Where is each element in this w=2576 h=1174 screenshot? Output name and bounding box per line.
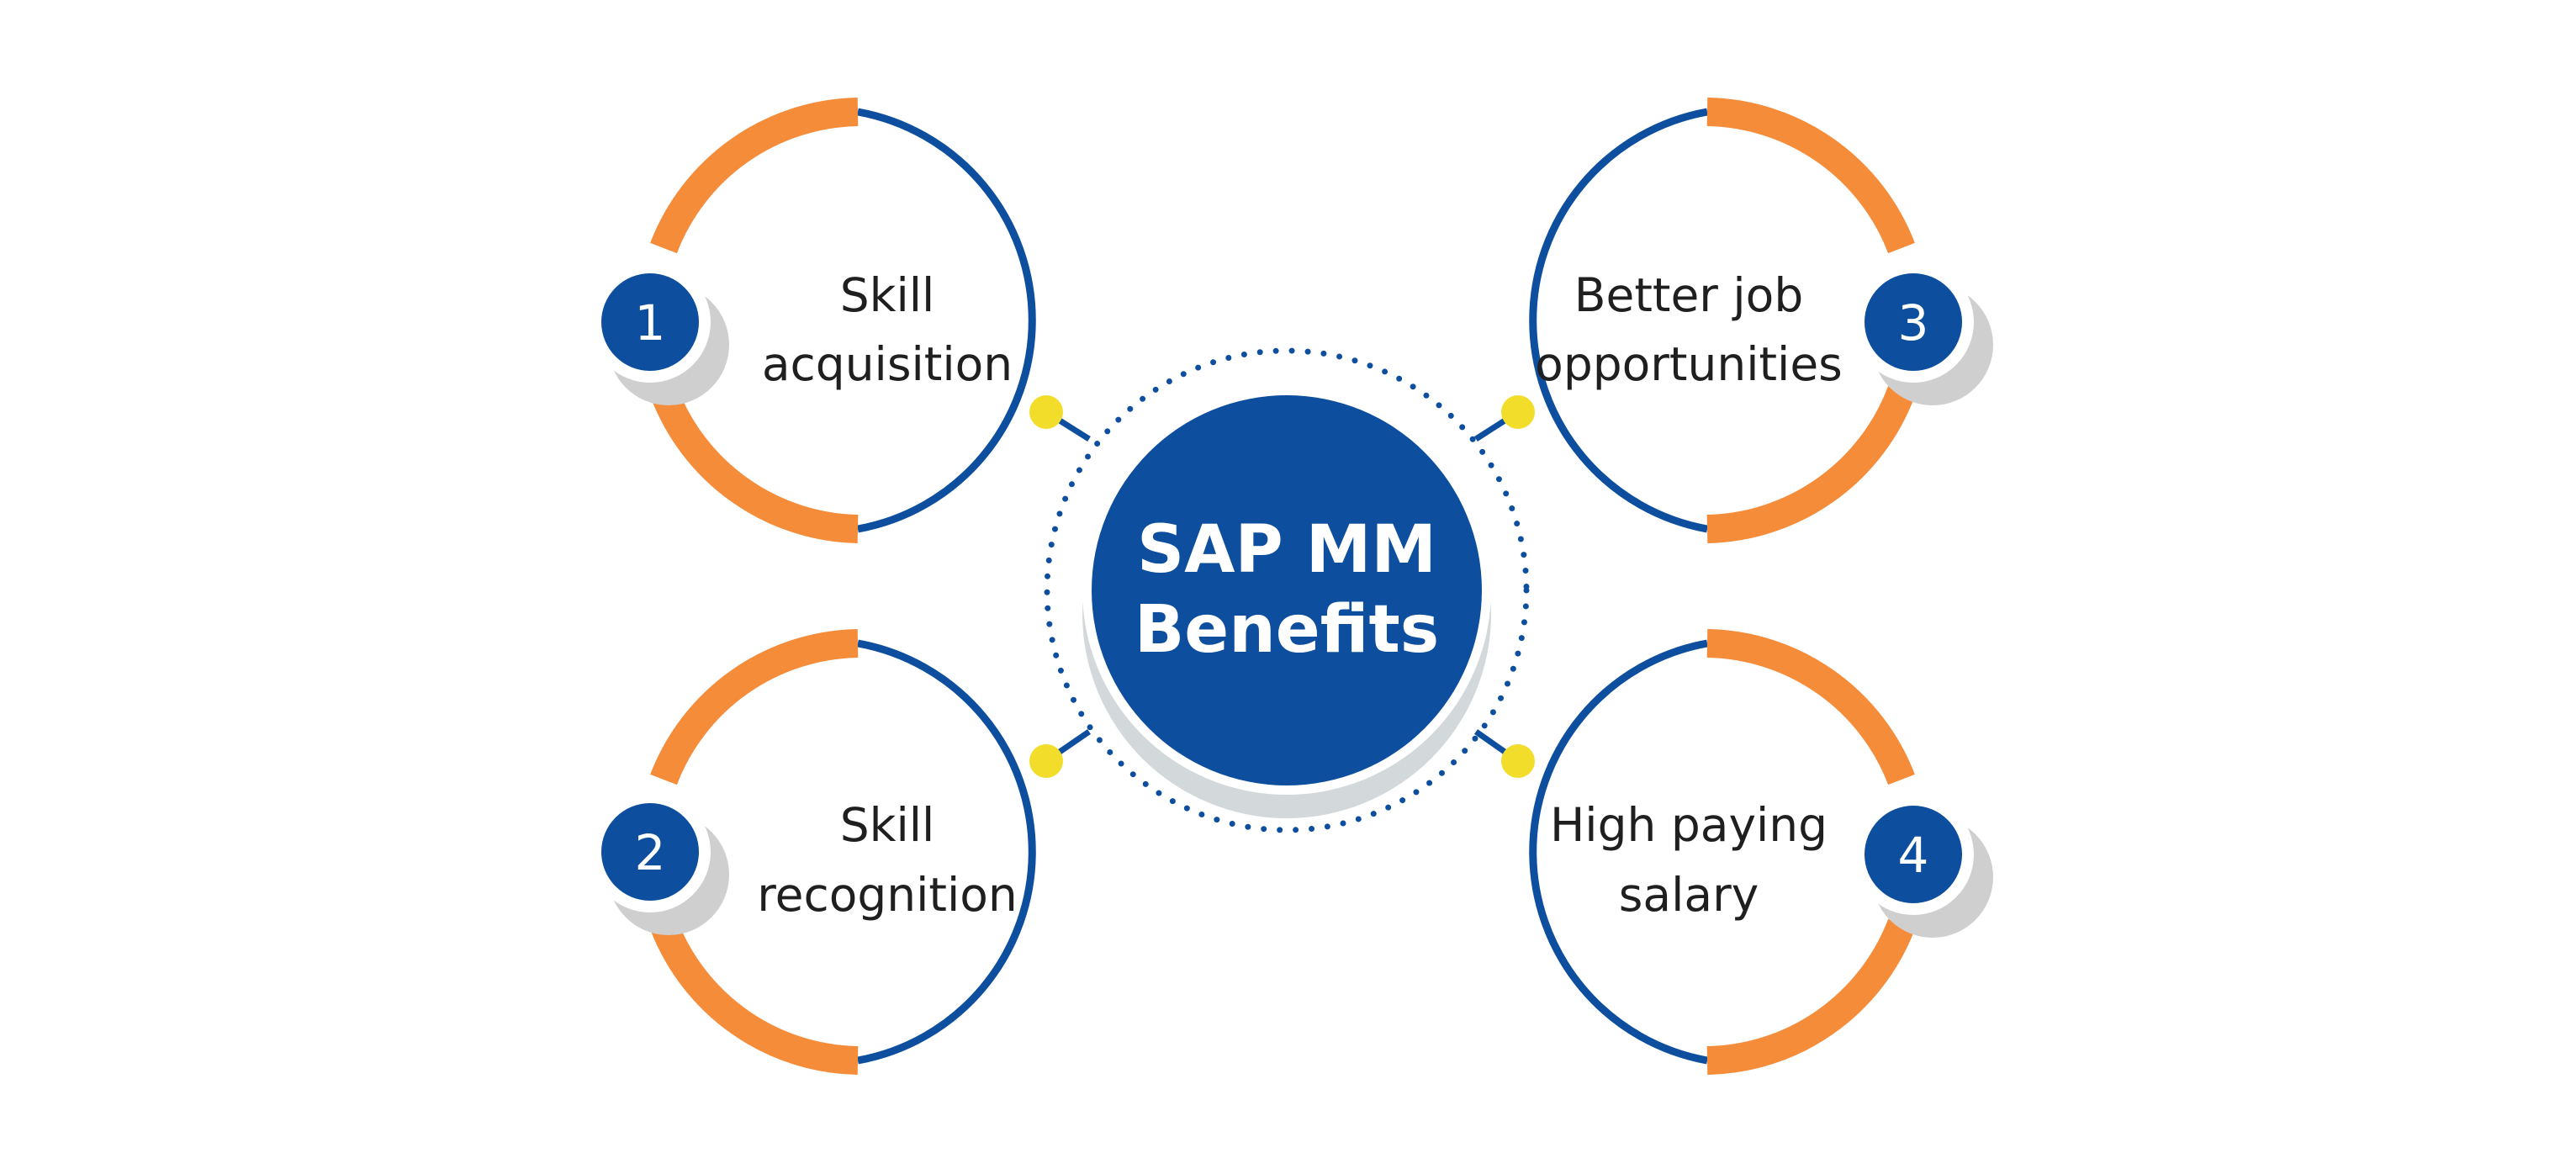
node-4-orange-arc-bottom: [1706, 918, 1915, 1075]
center-title-line1: SAP MM: [1137, 512, 1436, 588]
node-1-label-line1: Skill: [840, 268, 935, 322]
node-3-label-line2: opportunities: [1535, 337, 1843, 391]
node-4-blue-arc: [1529, 639, 1708, 1065]
benefit-node-2: 2 Skill recognition: [590, 629, 1063, 1075]
node-2-orange-arc-top: [650, 629, 859, 785]
center-title-line2: Benefits: [1135, 592, 1439, 668]
node-4-number: 4: [1898, 827, 1929, 884]
center-hub: SAP MM Benefits: [1044, 347, 1530, 833]
node-4-badge: [1865, 806, 1962, 903]
benefit-node-3: 3 Better job opportunities: [1501, 98, 1993, 543]
node-3-orange-arc-top: [1706, 98, 1915, 254]
node-1-number: 1: [635, 294, 666, 352]
node-2-number: 2: [635, 824, 666, 881]
node-3-label-line1: Better job: [1574, 268, 1803, 322]
node-4-label-line2: salary: [1619, 868, 1759, 922]
node-1-orange-arc-top: [650, 98, 859, 254]
node-3-yellow-dot-icon: [1501, 395, 1535, 429]
node-1-yellow-dot-icon: [1029, 395, 1063, 429]
node-2-yellow-dot-icon: [1029, 744, 1063, 778]
node-3-badge: [1865, 273, 1962, 371]
node-3-number: 3: [1898, 294, 1929, 352]
node-1-badge: [601, 273, 699, 371]
dotted-ring: [1044, 347, 1530, 833]
node-4-yellow-dot-icon: [1501, 744, 1535, 778]
node-3-blue-arc: [1529, 108, 1708, 533]
node-3-orange-arc-bottom: [1706, 385, 1915, 543]
benefit-node-4: 4 High paying salary: [1501, 629, 1993, 1075]
node-2-badge: [601, 803, 699, 901]
node-1-blue-arc: [857, 108, 1036, 533]
node-2-label-line1: Skill: [840, 798, 935, 852]
benefit-node-1: 1 Skill acquisition: [590, 98, 1063, 543]
node-4-orange-arc-top: [1706, 629, 1915, 785]
node-1-orange-arc-bottom: [650, 385, 859, 543]
node-1-label-line2: acquisition: [762, 337, 1013, 391]
node-2-orange-arc-bottom: [650, 918, 859, 1075]
node-4-label-line1: High paying: [1550, 798, 1828, 852]
node-2-label-line2: recognition: [757, 868, 1018, 922]
center-circle: [1092, 395, 1482, 785]
node-2-blue-arc: [857, 639, 1036, 1065]
